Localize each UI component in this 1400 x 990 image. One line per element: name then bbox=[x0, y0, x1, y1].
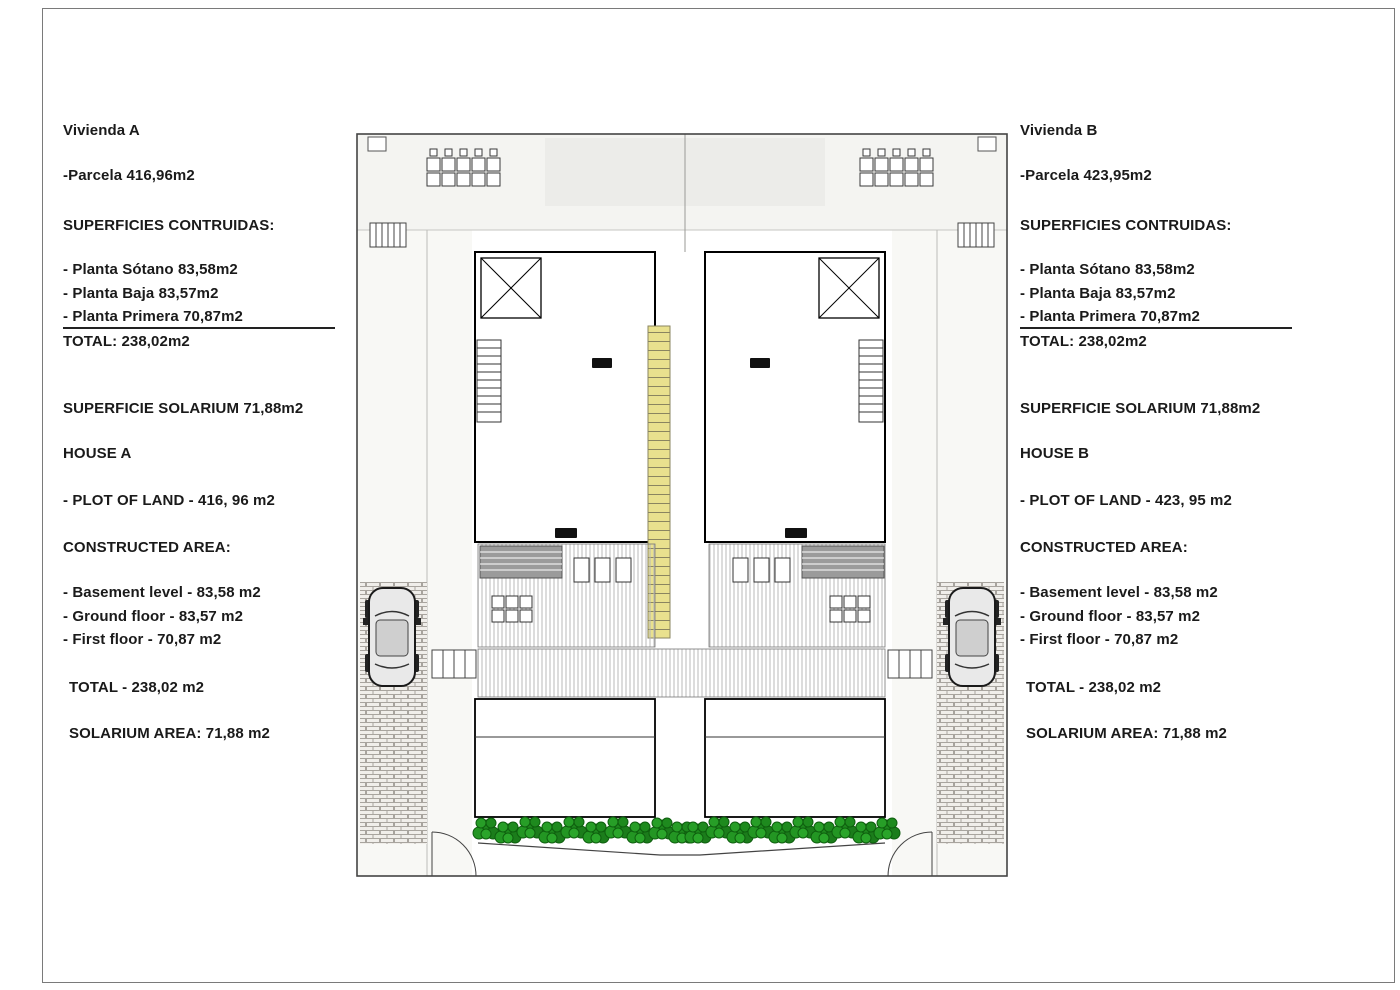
right-panel: Vivienda B -Parcela 423,95m2 SUPERFICIES… bbox=[1020, 122, 1340, 762]
staircase-a-icon bbox=[476, 339, 502, 423]
superficies-heading-b: SUPERFICIES CONTRUIDAS: bbox=[1020, 217, 1232, 234]
patio-table-right-icon bbox=[859, 148, 934, 187]
superficie-solarium-a: SUPERFICIE SOLARIUM 71,88m2 bbox=[63, 400, 304, 417]
planta-baja-a: - Planta Baja 83,57m2 bbox=[63, 285, 219, 302]
plot-of-land-b: - PLOT OF LAND - 423, 95 m2 bbox=[1020, 492, 1232, 509]
steps-right-icon bbox=[887, 649, 933, 679]
ground-floor-b: - Ground floor - 83,57 m2 bbox=[1020, 608, 1201, 625]
car-left-icon bbox=[362, 587, 422, 687]
site-plan-svg bbox=[356, 133, 1008, 877]
garden-areas bbox=[357, 134, 1007, 876]
first-floor-b: - First floor - 70,87 m2 bbox=[1020, 631, 1179, 648]
front-fence-line bbox=[477, 842, 886, 856]
gate-left-icon bbox=[431, 831, 477, 877]
vivienda-b-title: Vivienda B bbox=[1020, 122, 1098, 139]
solarium-area-a: SOLARIUM AREA: 71,88 m2 bbox=[69, 725, 270, 742]
house-b-footprint bbox=[704, 251, 886, 543]
basement-level-b: - Basement level - 83,58 m2 bbox=[1020, 584, 1218, 601]
skylight-b-icon bbox=[818, 257, 880, 319]
left-panel: Vivienda A -Parcela 416,96m2 SUPERFICIES… bbox=[63, 122, 383, 762]
room-label-tag bbox=[555, 528, 577, 538]
vivienda-a-title: Vivienda A bbox=[63, 122, 140, 139]
constructed-heading-b: CONSTRUCTED AREA: bbox=[1020, 539, 1188, 556]
first-floor-a: - First floor - 70,87 m2 bbox=[63, 631, 222, 648]
parcela-a: -Parcela 416,96m2 bbox=[63, 167, 195, 184]
stairs-top-right-icon bbox=[957, 222, 995, 248]
pergola-a bbox=[479, 545, 563, 579]
staircase-b-icon bbox=[858, 339, 884, 423]
total-es-a: TOTAL: 238,02m2 bbox=[63, 333, 190, 350]
gate-right-icon bbox=[887, 831, 933, 877]
total-en-a: TOTAL - 238,02 m2 bbox=[69, 679, 205, 696]
planta-primera-b: - Planta Primera 70,87m2 bbox=[1020, 308, 1292, 329]
planta-sotano-b: - Planta Sótano 83,58m2 bbox=[1020, 261, 1195, 278]
house-a-footprint bbox=[474, 251, 656, 543]
ground-floor-a: - Ground floor - 83,57 m2 bbox=[63, 608, 244, 625]
plan-drawing bbox=[352, 130, 1012, 882]
steps-left-icon bbox=[431, 649, 477, 679]
superficie-solarium-b: SUPERFICIE SOLARIUM 71,88m2 bbox=[1020, 400, 1261, 417]
skylight-a-icon bbox=[480, 257, 542, 319]
room-label-tag bbox=[785, 528, 807, 538]
stairs-top-left-icon bbox=[369, 222, 407, 248]
superficies-heading-a: SUPERFICIES CONTRUIDAS: bbox=[63, 217, 275, 234]
terrace-furniture-b bbox=[732, 557, 871, 623]
plot-boundary bbox=[356, 133, 1008, 877]
house-a-title: HOUSE A bbox=[63, 445, 132, 462]
planta-primera-a: - Planta Primera 70,87m2 bbox=[63, 308, 335, 329]
room-label-tag bbox=[592, 358, 612, 368]
tree-row-right bbox=[684, 816, 901, 844]
pergola-b bbox=[801, 545, 885, 579]
patio-table-left-icon bbox=[426, 148, 501, 187]
deck-band bbox=[477, 648, 886, 698]
car-right-icon bbox=[942, 587, 1002, 687]
planta-baja-b: - Planta Baja 83,57m2 bbox=[1020, 285, 1176, 302]
total-en-b: TOTAL - 238,02 m2 bbox=[1026, 679, 1162, 696]
house-b-title: HOUSE B bbox=[1020, 445, 1090, 462]
pool-a bbox=[474, 698, 656, 818]
terrace-furniture-a bbox=[491, 557, 632, 623]
pool-b bbox=[704, 698, 886, 818]
sheet-border bbox=[42, 8, 1395, 983]
tree-row-left bbox=[472, 816, 696, 844]
total-es-b: TOTAL: 238,02m2 bbox=[1020, 333, 1147, 350]
parcela-b: -Parcela 423,95m2 bbox=[1020, 167, 1152, 184]
solarium-area-b: SOLARIUM AREA: 71,88 m2 bbox=[1026, 725, 1227, 742]
basement-level-a: - Basement level - 83,58 m2 bbox=[63, 584, 261, 601]
room-label-tag bbox=[750, 358, 770, 368]
plot-of-land-a: - PLOT OF LAND - 416, 96 m2 bbox=[63, 492, 275, 509]
constructed-heading-a: CONSTRUCTED AREA: bbox=[63, 539, 231, 556]
planta-sotano-a: - Planta Sótano 83,58m2 bbox=[63, 261, 238, 278]
